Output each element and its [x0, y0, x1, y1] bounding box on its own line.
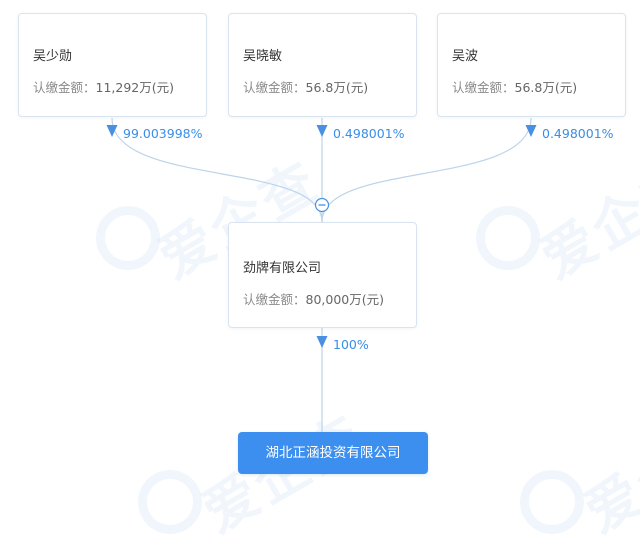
company-name[interactable]: 劲牌有限公司 — [243, 261, 322, 276]
subscribed-amount-value: 80,000万(元) — [305, 292, 385, 307]
company-card[interactable]: 劲牌有限公司 认缴金额：80,000万(元) — [228, 222, 417, 328]
shareholding-percent: 100% — [333, 337, 369, 352]
shareholder-card[interactable]: 吴波 认缴金额：56.8万(元) — [437, 13, 626, 117]
subsidiary-company-button[interactable]: 湖北正涵投资有限公司 — [238, 432, 428, 474]
connector-shareholder-3 — [321, 117, 532, 223]
subscribed-amount-value: 56.8万(元) — [305, 80, 369, 95]
subscribed-amount-label: 认缴金额： — [243, 292, 306, 307]
shareholder-card[interactable]: 吴少勋 认缴金额：11,292万(元) — [18, 13, 207, 117]
subscribed-amount-value: 11,292万(元) — [95, 80, 175, 95]
shareholder-name[interactable]: 吴晓敏 — [243, 49, 283, 64]
subscribed-amount-label: 认缴金额： — [33, 80, 96, 95]
shareholding-percent: 99.003998% — [123, 126, 203, 141]
subscribed-amount-label: 认缴金额： — [452, 80, 515, 95]
shareholder-name[interactable]: 吴少勋 — [33, 49, 73, 64]
minus-circle-icon[interactable] — [314, 197, 330, 213]
subscribed-amount-label: 认缴金额： — [243, 80, 306, 95]
arrow-icon — [316, 125, 328, 137]
arrow-icon — [525, 125, 537, 137]
subscribed-amount: 认缴金额：11,292万(元) — [33, 77, 174, 96]
subscribed-amount: 认缴金额：56.8万(元) — [243, 77, 368, 96]
shareholder-card[interactable]: 吴晓敏 认缴金额：56.8万(元) — [228, 13, 417, 117]
shareholding-percent: 0.498001% — [542, 126, 614, 141]
connector-lines — [106, 117, 537, 432]
shareholding-percent: 0.498001% — [333, 126, 405, 141]
connector-shareholder-1 — [111, 117, 323, 223]
subscribed-amount-value: 56.8万(元) — [514, 80, 578, 95]
shareholder-name[interactable]: 吴波 — [452, 49, 479, 64]
arrow-icon — [106, 125, 118, 137]
subscribed-amount: 认缴金额：56.8万(元) — [452, 77, 577, 96]
arrow-icon — [316, 336, 328, 348]
subscribed-amount: 认缴金额：80,000万(元) — [243, 289, 384, 308]
